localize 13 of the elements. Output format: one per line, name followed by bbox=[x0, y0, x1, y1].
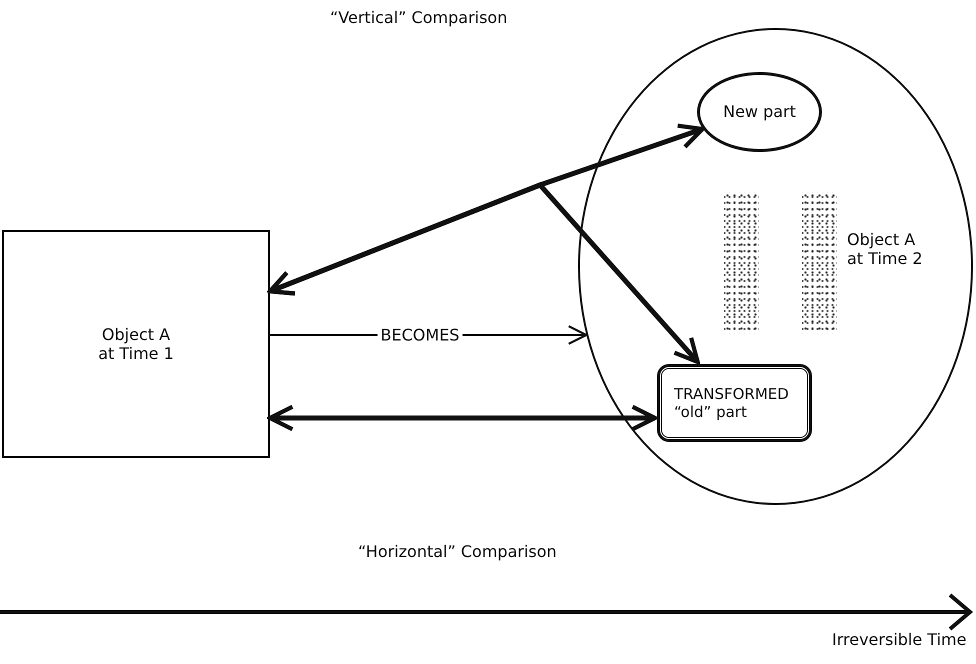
object-ellipse bbox=[578, 28, 973, 505]
node-text: Object A at Time 1 bbox=[97, 324, 175, 364]
double-arrow bbox=[268, 182, 700, 364]
node-text: TRANSFORMED “old” part bbox=[674, 385, 790, 421]
part-box bbox=[657, 364, 812, 442]
node-text: New part bbox=[723, 102, 796, 122]
object-box bbox=[2, 230, 270, 458]
comparison-label: “Horizontal” Comparison bbox=[358, 542, 557, 561]
axis-label: Irreversible Time bbox=[832, 630, 966, 649]
double-arrow bbox=[268, 404, 658, 432]
part-ellipse bbox=[697, 72, 822, 152]
comparison-label: “Vertical” Comparison bbox=[330, 8, 508, 27]
node-text: Object A at Time 2 bbox=[847, 230, 924, 268]
